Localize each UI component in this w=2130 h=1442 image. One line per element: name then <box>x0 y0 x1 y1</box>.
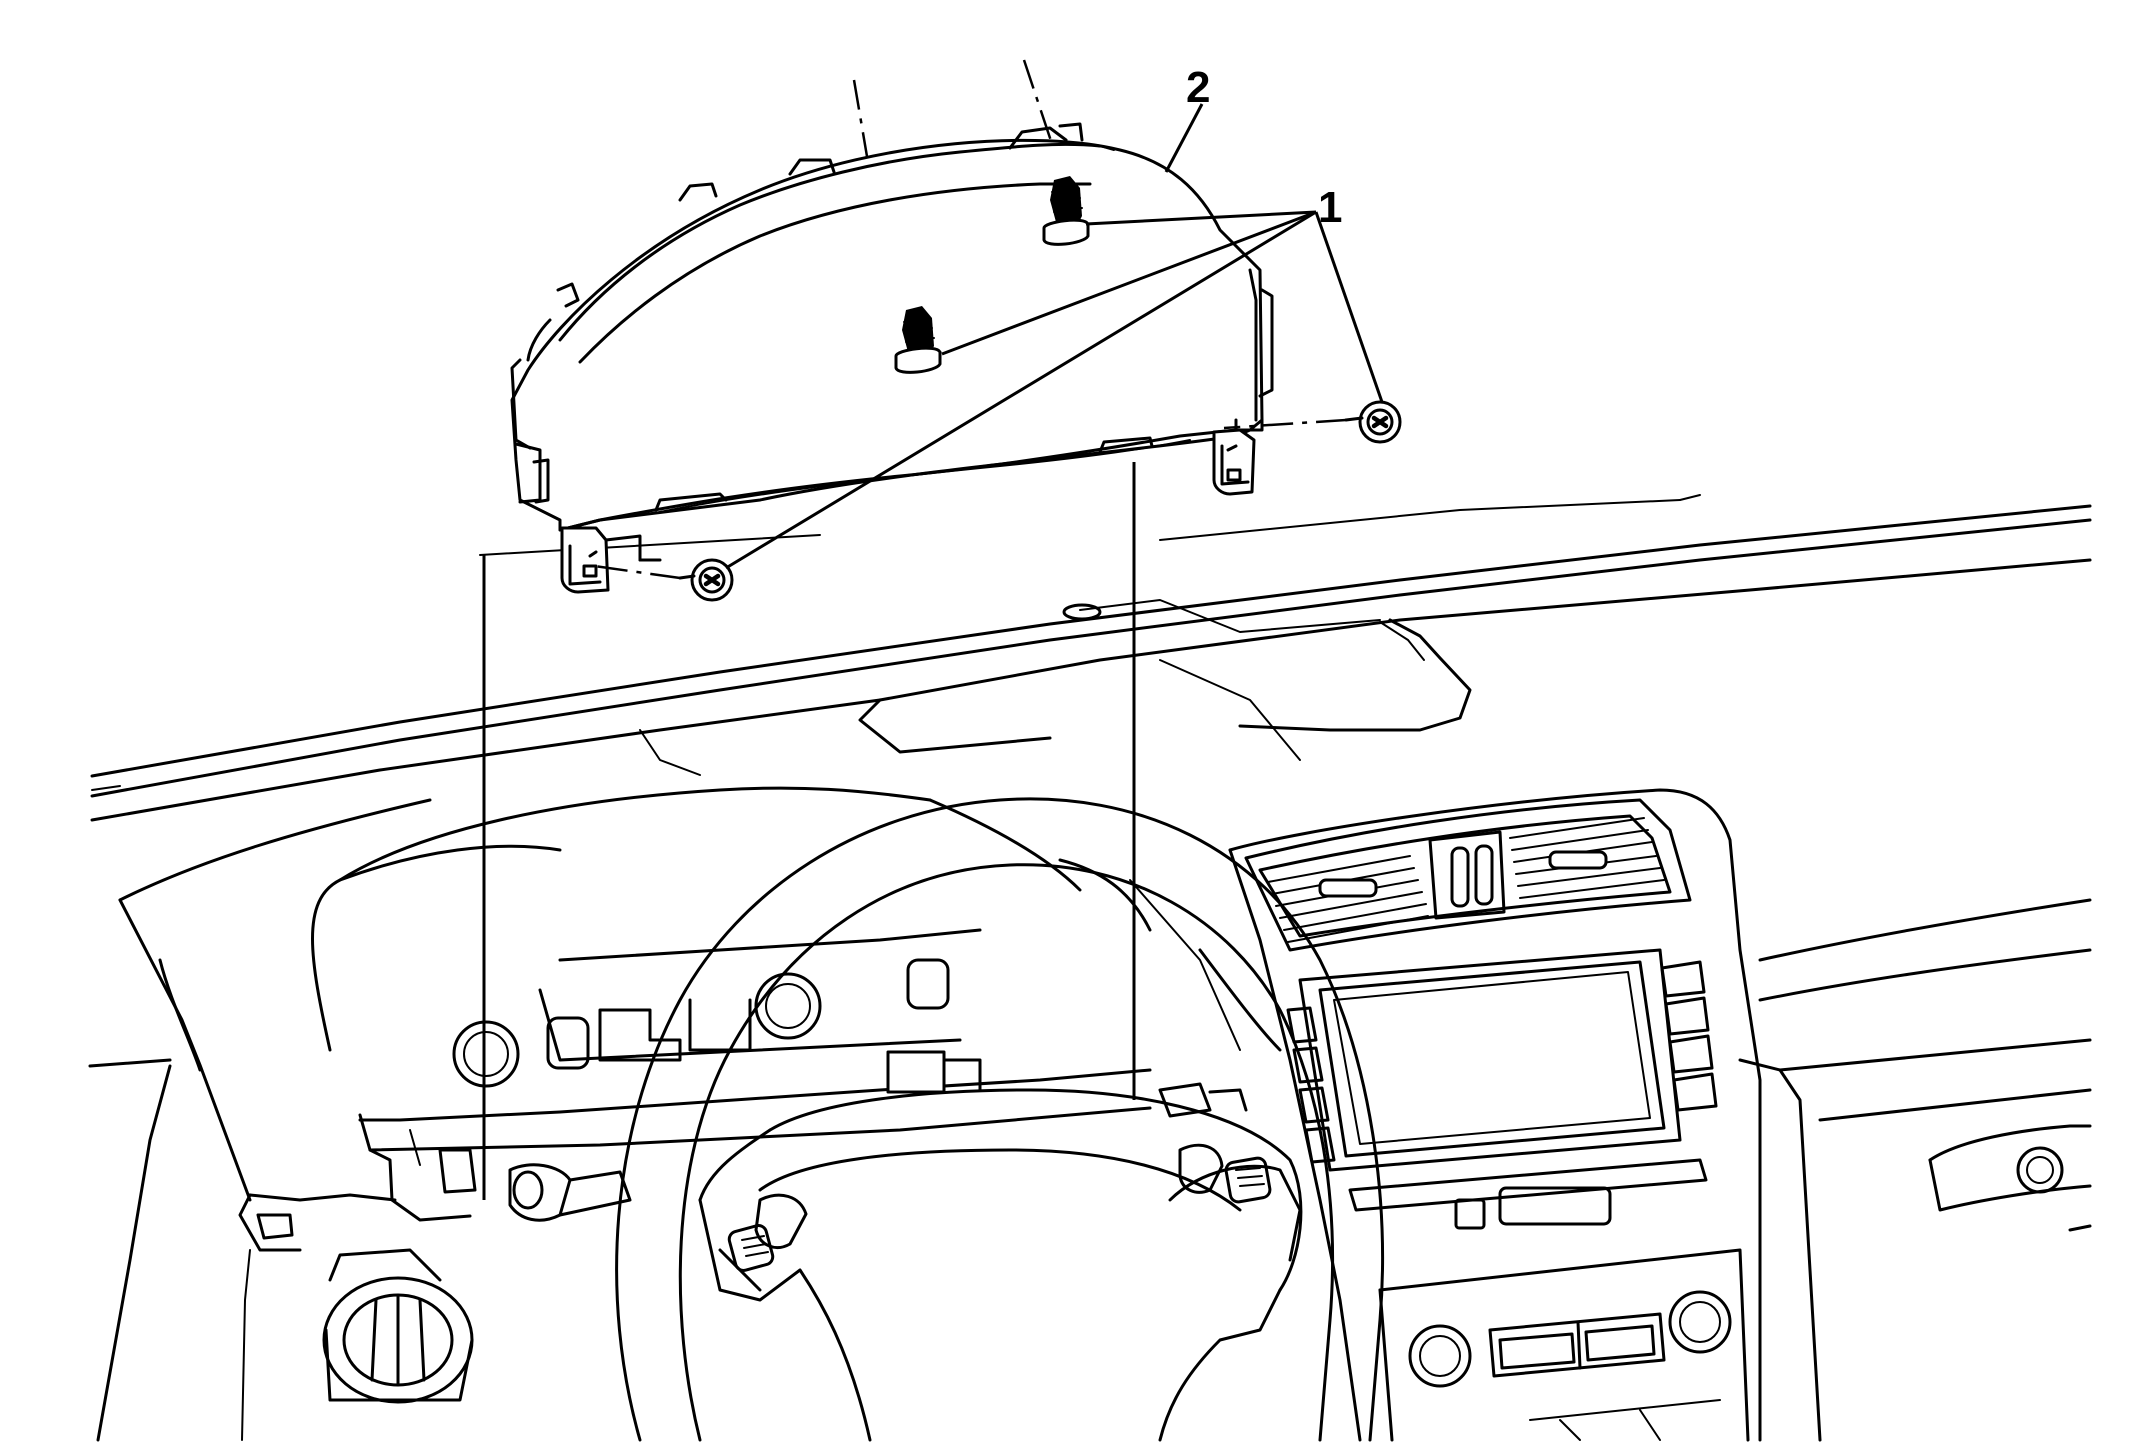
callout-1-label: 1 <box>1318 183 1342 232</box>
passenger-dash <box>1738 898 2092 1442</box>
center-stack <box>1228 788 1762 1442</box>
fastener-top-left <box>894 306 942 374</box>
instrument-cluster <box>510 122 1274 594</box>
fastener-side-right <box>1344 400 1402 444</box>
climate-control-panel <box>1378 1248 1750 1442</box>
callout-leaders <box>725 103 1384 570</box>
display-side-buttons <box>1286 960 1718 1164</box>
infotainment-display <box>1298 948 1682 1172</box>
callout-2-label: 2 <box>1186 63 1210 112</box>
fastener-top-right <box>1042 176 1090 246</box>
cluster-fasteners <box>593 176 1402 602</box>
instrument-panel <box>88 494 2092 1442</box>
vent-center-controls <box>1428 830 1506 920</box>
left-air-vent <box>1267 855 1429 943</box>
fastener-side-left <box>678 558 734 602</box>
steering-wheel <box>615 797 1384 1442</box>
right-air-vent <box>1509 817 1665 899</box>
